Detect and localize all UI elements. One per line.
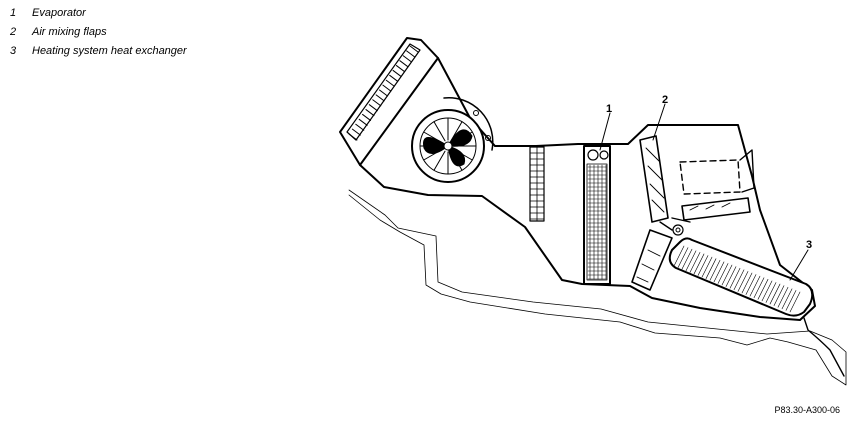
evaporator xyxy=(583,145,611,285)
callout-number-1: 1 xyxy=(606,103,612,115)
legend-label: Heating system heat exchanger xyxy=(32,45,187,57)
air-filter xyxy=(529,146,545,222)
reference-code: P83.30-A300-06 xyxy=(774,405,840,415)
coolant-hose xyxy=(803,317,845,377)
callout-leaders xyxy=(599,103,809,281)
legend-item-evaporator: 1 Evaporator xyxy=(10,6,187,25)
blower-fan xyxy=(411,96,494,183)
legend-label: Evaporator xyxy=(32,7,86,19)
heater-core xyxy=(668,237,814,317)
air-duct-dashed xyxy=(679,149,755,195)
air-mixing-flaps xyxy=(631,135,751,291)
air-intake-grille xyxy=(339,37,439,166)
callout-number-2: 2 xyxy=(662,94,668,106)
legend-number: 1 xyxy=(10,7,17,19)
legend-number: 3 xyxy=(10,45,17,57)
callout-number-3: 3 xyxy=(806,239,812,251)
legend-label: Air mixing flaps xyxy=(32,26,107,38)
legend-item-air-mixing-flaps: 2 Air mixing flaps xyxy=(10,25,187,44)
legend-item-heat-exchanger: 3 Heating system heat exchanger xyxy=(10,44,187,63)
legend: 1 Evaporator 2 Air mixing flaps 3 Heating s… xyxy=(10,6,187,63)
hvac-housing xyxy=(359,57,816,321)
legend-number: 2 xyxy=(10,26,17,38)
vehicle-body-outline xyxy=(348,189,847,386)
